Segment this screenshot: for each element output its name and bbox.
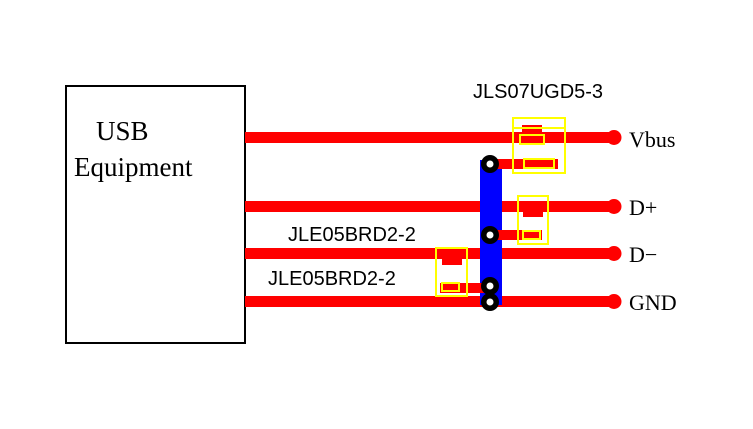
trace-dminus-end xyxy=(606,246,622,261)
trace-vbus-end xyxy=(606,130,622,145)
usb-equipment-block: USB Equipment xyxy=(65,85,246,344)
label-tvs-data-2: JLE05BRD2-2 xyxy=(268,268,396,290)
label-tvs-data-1: JLE05BRD2-2 xyxy=(288,224,416,246)
usb-equipment-box xyxy=(65,85,246,344)
usb-equipment-label-line2: Equipment xyxy=(74,152,193,182)
trace-dplus xyxy=(245,201,614,212)
via-dplus xyxy=(481,226,499,244)
tvs-vbus-inner-bottom xyxy=(523,158,555,169)
trace-gnd-end xyxy=(606,294,622,309)
trace-vbus xyxy=(245,132,614,143)
label-tvs-vbus: JLS07UGD5-3 xyxy=(473,81,603,103)
component-outlines xyxy=(435,117,566,297)
via-vbus xyxy=(481,155,499,173)
via-gnd xyxy=(481,293,499,311)
tvs-dminus-outline xyxy=(435,247,468,297)
signal-labels: Vbus D+ D− GND xyxy=(629,127,677,315)
stub-dplus-tvs xyxy=(490,230,542,240)
stub-dminus-tvs xyxy=(440,283,490,293)
tvs-dplus-outline xyxy=(517,195,549,245)
component-labels: JLS07UGD5-3 JLE05BRD2-2 JLE05BRD2-2 xyxy=(268,81,603,290)
tvs-dminus-inner xyxy=(441,282,460,292)
label-dminus: D− xyxy=(629,242,657,267)
pad-dminus-tvs-top xyxy=(442,251,462,265)
pad-dplus-tvs-top xyxy=(523,203,543,217)
tvs-vbus-outline xyxy=(512,117,566,174)
label-vbus: Vbus xyxy=(629,127,675,152)
label-dplus: D+ xyxy=(629,195,657,220)
tvs-vbus-inner-top xyxy=(519,134,545,145)
signal-traces xyxy=(245,130,622,309)
usb-equipment-label-line1: USB xyxy=(96,116,149,146)
via-dminus xyxy=(481,277,499,295)
vias xyxy=(481,155,499,311)
trace-dplus-end xyxy=(606,199,622,214)
trace-dminus xyxy=(245,248,614,259)
label-gnd: GND xyxy=(629,290,677,315)
trace-gnd xyxy=(245,296,614,307)
tvs-dplus-inner xyxy=(522,230,541,240)
